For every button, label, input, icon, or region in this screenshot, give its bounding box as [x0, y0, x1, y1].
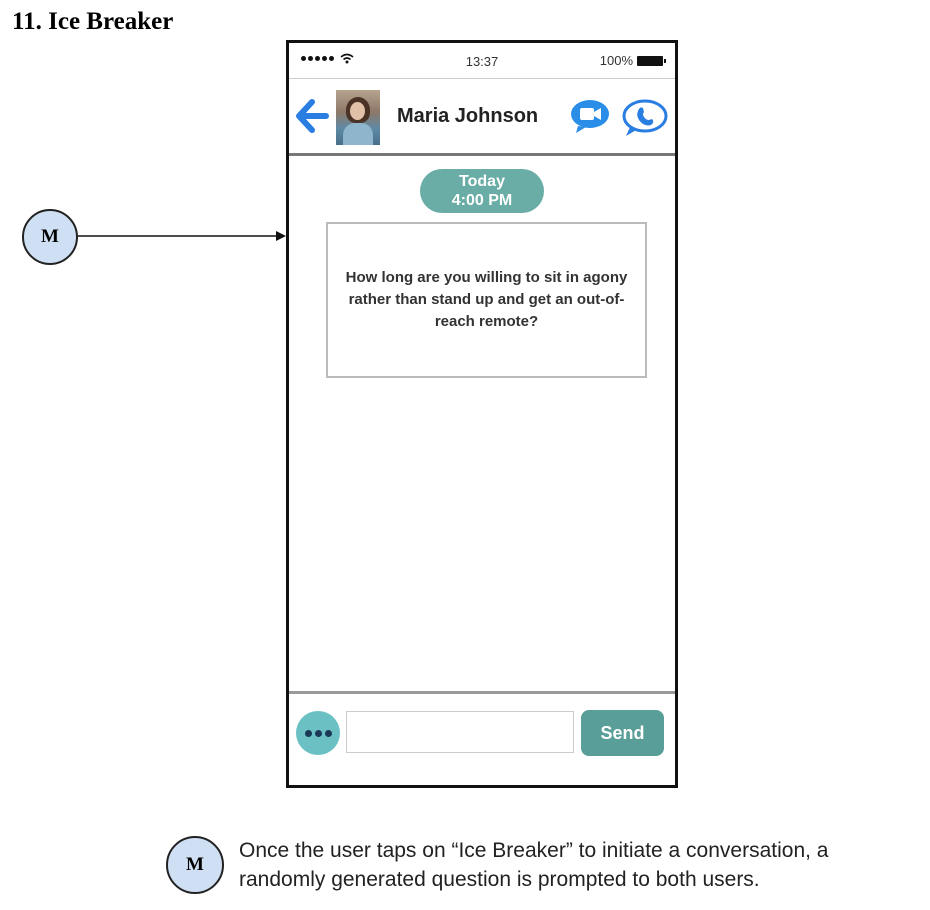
- time-label: 4:00 PM: [451, 192, 513, 209]
- date-label: Today: [459, 173, 505, 190]
- phone-mockup: 13:37 100% Maria Johnson Today: [286, 40, 678, 788]
- battery-indicator: 100%: [599, 53, 666, 68]
- send-button[interactable]: Send: [581, 710, 664, 756]
- legend-description: Once the user taps on “Ice Breaker” to i…: [239, 839, 829, 891]
- message-input[interactable]: [346, 711, 574, 753]
- callout-arrow: [78, 231, 286, 241]
- more-options-icon: [304, 729, 312, 737]
- back-arrow-icon[interactable]: [295, 96, 329, 136]
- chat-header: Maria Johnson: [289, 79, 675, 156]
- signal-strength-icon: [301, 53, 354, 64]
- status-bar: 13:37 100%: [289, 43, 675, 79]
- phone-icon[interactable]: [621, 98, 669, 138]
- contact-name: Maria Johnson: [397, 105, 539, 127]
- wifi-icon: [340, 53, 354, 64]
- date-separator-pill: Today 4:00 PM: [420, 169, 544, 213]
- status-time: 13:37: [465, 54, 499, 69]
- ice-breaker-question-text: How long are you willing to sit in agony…: [345, 269, 628, 330]
- page-heading: 11. Ice Breaker: [12, 8, 174, 35]
- callout-marker: M: [22, 209, 78, 265]
- battery-icon: [637, 55, 666, 66]
- legend-marker: M: [166, 836, 224, 894]
- avatar[interactable]: [336, 90, 380, 145]
- battery-percentage: 100%: [599, 53, 633, 68]
- video-camera-icon[interactable]: [570, 98, 612, 134]
- ice-breaker-question-card: How long are you willing to sit in agony…: [326, 222, 647, 378]
- message-input-bar: Send: [289, 691, 675, 788]
- more-options-button[interactable]: [296, 711, 340, 755]
